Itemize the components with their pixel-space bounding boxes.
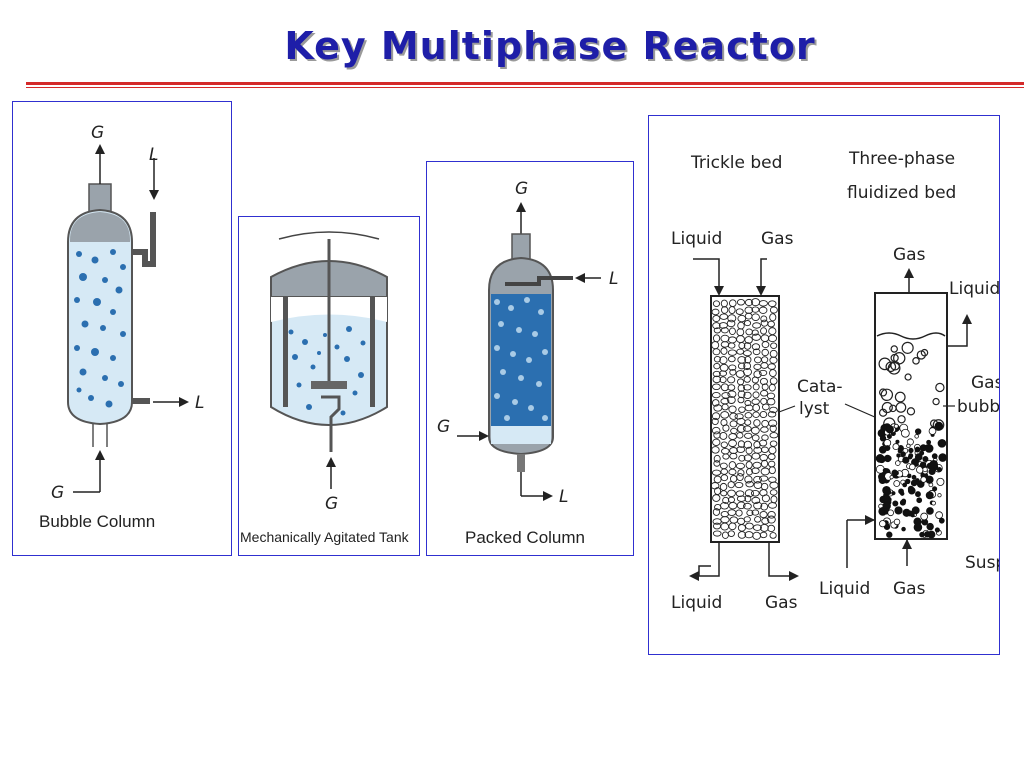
gas-inlet-label: G [51, 483, 64, 503]
catalyst-label-line1: Cata- [797, 377, 843, 397]
title-underline [26, 82, 1024, 85]
trickle-gas-outlet-label: Gas [765, 593, 798, 613]
fluidized-bed-title-line1: Three-phase [848, 149, 955, 169]
packed-column-caption: Packed Column [465, 528, 586, 547]
trickle-bed-title: Trickle bed [690, 153, 782, 173]
gas-bubbles-label-line1: Gas [971, 373, 999, 393]
packed-column-diagram: G L G L [437, 179, 618, 507]
trickle-gas-inlet-label: Gas [761, 229, 794, 249]
trickle-liquid-outlet-label: Liquid [671, 593, 722, 613]
fluidized-bed-title-line2: fluidized bed [847, 183, 956, 203]
packed-column-panel: G L G L Packed Column [426, 161, 634, 556]
liquid-outlet-label: L [195, 393, 204, 413]
gas-bubbles-label-line2: bubbles [957, 397, 999, 417]
fluid-gas-outlet-label: Gas [893, 245, 926, 265]
agitated-tank-caption: Mechanically Agitated Tank [240, 529, 409, 545]
packed-gas-outlet-label: G [515, 179, 528, 199]
suspension-label: Suspension [965, 553, 999, 573]
agitated-gas-inlet-label: G [325, 494, 338, 514]
trickle-fluidized-panel: Trickle bed Three-phase fluidized bed Li… [648, 115, 1000, 655]
gas-outlet-label: G [91, 123, 104, 143]
trickle-liquid-inlet-label: Liquid [671, 229, 722, 249]
agitated-tank-panel: G Mechanically Agitated Tank [238, 216, 420, 556]
fluid-liquid-inlet-label: Liquid [819, 579, 870, 599]
catalyst-packing [710, 298, 779, 540]
suspended-solids [875, 421, 947, 539]
fluid-liquid-outlet-label: Liquid [949, 279, 999, 299]
packed-liquid-inlet-label: L [609, 269, 618, 289]
agitated-tank-diagram: G [270, 231, 388, 514]
trickle-fluidized-diagram: Trickle bed Three-phase fluidized bed Li… [671, 149, 999, 613]
bubble-column-diagram: G L L G [51, 123, 204, 503]
fluid-gas-inlet-label: Gas [893, 579, 926, 599]
liquid-inlet-label: L [149, 145, 158, 165]
packed-liquid-outlet-label: L [559, 487, 568, 507]
bubble-column-panel: G L L G Bubble Column [12, 101, 232, 556]
page-title: Key Multiphase Reactor [284, 24, 816, 68]
gas-bubbles [878, 341, 945, 431]
packed-gas-inlet-label: G [437, 417, 450, 437]
bubble-column-caption: Bubble Column [39, 512, 156, 531]
catalyst-label-line2: lyst [799, 399, 830, 419]
title-underline-thin [26, 87, 1024, 88]
